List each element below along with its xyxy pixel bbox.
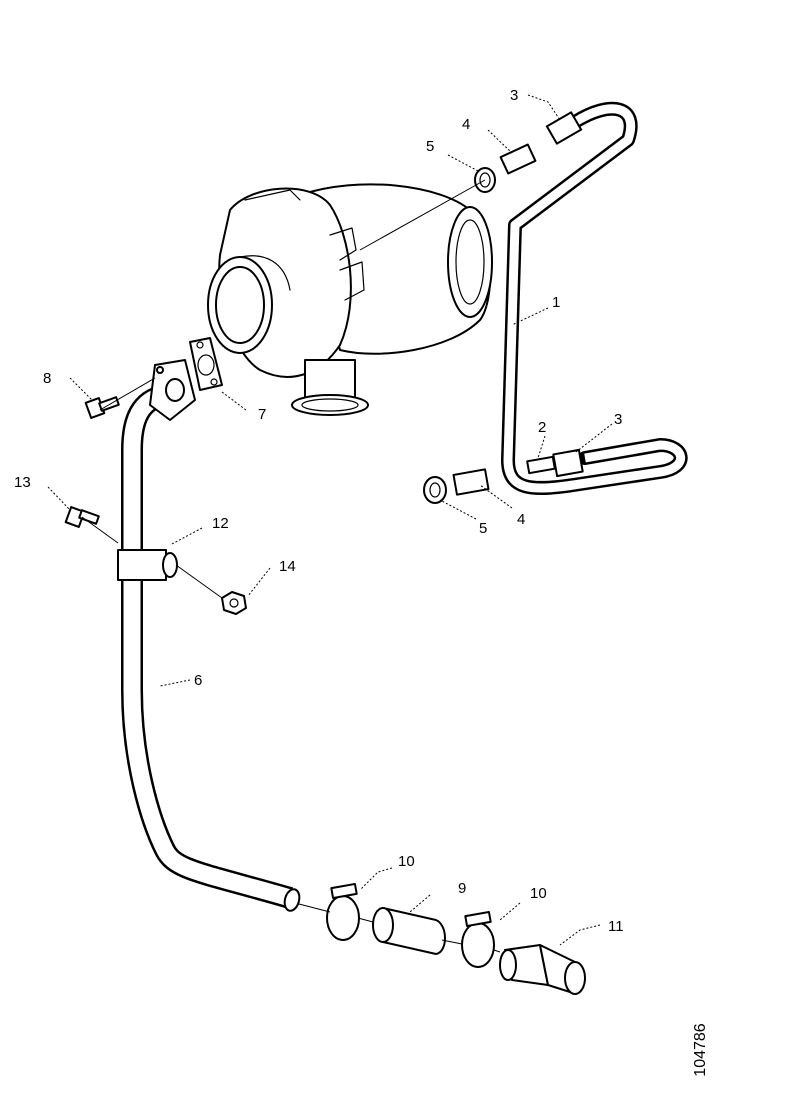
callout-4-bottom: 4 <box>517 511 525 528</box>
nut-14 <box>221 591 247 615</box>
callout-5-top: 5 <box>426 138 434 155</box>
oil-feed-pipe-1 <box>501 101 688 495</box>
callout-3-top: 3 <box>510 87 518 104</box>
callout-5-bottom: 5 <box>479 520 487 537</box>
callout-4-top: 4 <box>462 116 470 133</box>
oil-return-pipe-6 <box>121 384 301 912</box>
hose-clamp-10-right <box>461 910 495 968</box>
leader-lines <box>47 94 613 953</box>
adapter-4-bottom <box>452 468 490 496</box>
callout-8: 8 <box>43 370 51 387</box>
gasket-7 <box>189 337 223 391</box>
callout-10-left: 10 <box>398 853 415 870</box>
callout-3-bottom: 3 <box>614 411 622 428</box>
adapter-4-top <box>499 143 537 175</box>
connector-11 <box>499 944 586 995</box>
hose-9 <box>372 907 446 955</box>
nipple-2 <box>526 455 556 475</box>
callouts: 1 2 3 3 4 4 5 5 6 7 8 9 10 10 11 12 13 1… <box>14 87 624 935</box>
hose-clamp-10-left <box>326 882 360 941</box>
callout-9: 9 <box>458 880 466 897</box>
pipe-clamp-12 <box>117 549 178 581</box>
pipe-flange <box>149 359 196 421</box>
figure-reference-text: 104786 <box>692 1023 709 1077</box>
figure-reference-number: 104786 <box>686 1010 716 1090</box>
callout-7: 7 <box>258 406 266 423</box>
callout-2: 2 <box>538 419 546 436</box>
turbocharger <box>207 183 493 416</box>
union-nut-3-bottom <box>552 448 584 478</box>
callout-12: 12 <box>212 515 229 532</box>
callout-1: 1 <box>552 294 560 311</box>
bolt-13 <box>64 506 100 528</box>
bolt-8 <box>84 396 120 419</box>
callout-13: 13 <box>14 474 31 491</box>
washer-5-bottom <box>423 476 447 504</box>
callout-14: 14 <box>279 558 296 575</box>
callout-10-right: 10 <box>530 885 547 902</box>
callout-11: 11 <box>608 918 624 935</box>
callout-6: 6 <box>194 672 202 689</box>
